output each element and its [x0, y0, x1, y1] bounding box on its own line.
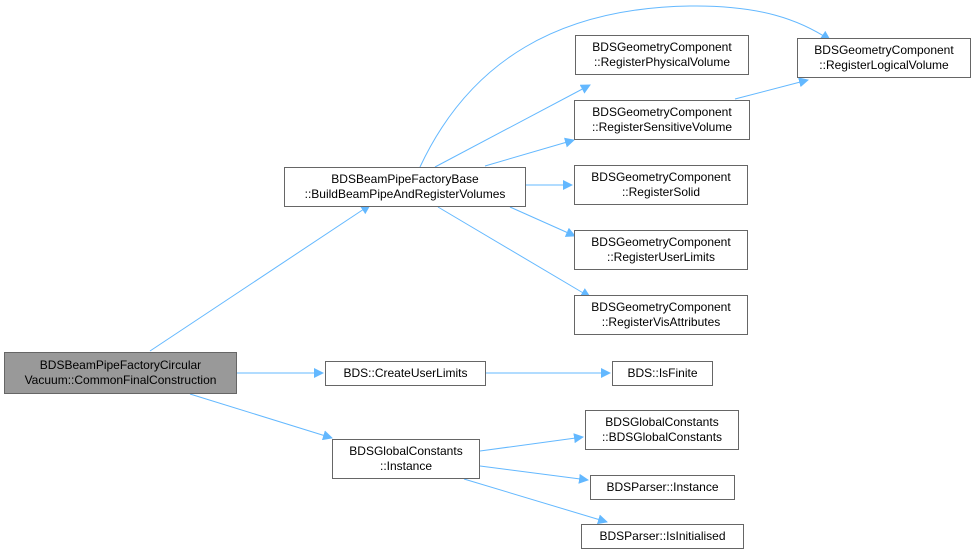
node-label-line: BDSGeometryComponent — [591, 300, 731, 314]
node-label-line: BDS::CreateUserLimits — [343, 366, 468, 380]
edge-build-to-reg-userlimits — [509, 206, 576, 237]
node-label-line: ::RegisterPhysicalVolume — [593, 55, 731, 69]
node-label-line: BDSGlobalConstants — [349, 444, 463, 458]
node-label-line: BDSBeamPipeFactoryBase — [331, 172, 479, 186]
node-register-user-limits[interactable]: BDSGeometryComponent ::RegisterUserLimit… — [574, 230, 748, 270]
node-register-solid[interactable]: BDSGeometryComponent ::RegisterSolid — [574, 165, 748, 205]
node-label-line: ::Instance — [379, 459, 433, 473]
node-label-line: ::BuildBeamPipeAndRegisterVolumes — [304, 187, 506, 201]
node-is-finite[interactable]: BDS::IsFinite — [612, 361, 713, 386]
edge-build-to-reg-physical — [434, 84, 591, 168]
node-register-vis-attributes[interactable]: BDSGeometryComponent ::RegisterVisAttrib… — [574, 295, 748, 335]
node-label-line: ::RegisterLogicalVolume — [819, 58, 949, 72]
node-label-line: BDSGeometryComponent — [814, 43, 954, 57]
edge-gc-instance-to-gc-ctor — [479, 433, 584, 452]
node-label-line: ::BDSGlobalConstants — [601, 430, 723, 444]
node-label-line: BDSGeometryComponent — [592, 40, 732, 54]
node-label-line: BDSParser::Instance — [606, 480, 719, 494]
node-label-line: ::RegisterUserLimits — [606, 250, 716, 264]
edge-reg-sensitive-to-reg-logical — [734, 77, 809, 100]
node-label-line: BDSGeometryComponent — [592, 105, 732, 119]
node-create-user-limits[interactable]: BDS::CreateUserLimits — [325, 361, 486, 386]
edge-gc-instance-to-parser-initialised — [463, 478, 608, 525]
node-label-line: ::RegisterVisAttributes — [601, 315, 721, 329]
edge-root-to-gc-instance — [189, 393, 333, 441]
node-label-line: BDSGeometryComponent — [591, 235, 731, 249]
edge-build-to-reg-sensitive — [484, 137, 575, 167]
edge-build-to-reg-logical — [419, 5, 831, 168]
node-parser-is-initialised[interactable]: BDSParser::IsInitialised — [581, 524, 744, 549]
node-build-beam-pipe[interactable]: BDSBeamPipeFactoryBase ::BuildBeamPipeAn… — [284, 167, 526, 207]
node-global-constants-instance[interactable]: BDSGlobalConstants ::Instance — [332, 439, 480, 479]
node-register-sensitive-volume[interactable]: BDSGeometryComponent ::RegisterSensitive… — [574, 100, 750, 140]
edge-gc-instance-to-parser-instance — [479, 465, 589, 484]
edge-root-to-build — [149, 204, 371, 352]
node-label-line: Vacuum::CommonFinalConstruction — [24, 373, 217, 387]
node-label-line: BDSBeamPipeFactoryCircular — [39, 358, 202, 372]
node-parser-instance[interactable]: BDSParser::Instance — [590, 475, 735, 500]
node-register-physical-volume[interactable]: BDSGeometryComponent ::RegisterPhysicalV… — [575, 35, 749, 75]
node-label-line: BDSParser::IsInitialised — [599, 529, 726, 543]
node-global-constants-ctor[interactable]: BDSGlobalConstants ::BDSGlobalConstants — [585, 410, 739, 450]
node-label-line: ::RegisterSolid — [621, 185, 701, 199]
node-label-line: BDSGlobalConstants — [605, 415, 719, 429]
node-label-line: ::RegisterSensitiveVolume — [591, 120, 733, 134]
node-label-line: BDSGeometryComponent — [591, 170, 731, 184]
edge-build-to-reg-visattr — [437, 206, 591, 298]
node-label-line: BDS::IsFinite — [627, 366, 698, 380]
node-common-final-construction: BDSBeamPipeFactoryCircular Vacuum::Commo… — [4, 352, 237, 394]
node-register-logical-volume[interactable]: BDSGeometryComponent ::RegisterLogicalVo… — [797, 38, 971, 78]
